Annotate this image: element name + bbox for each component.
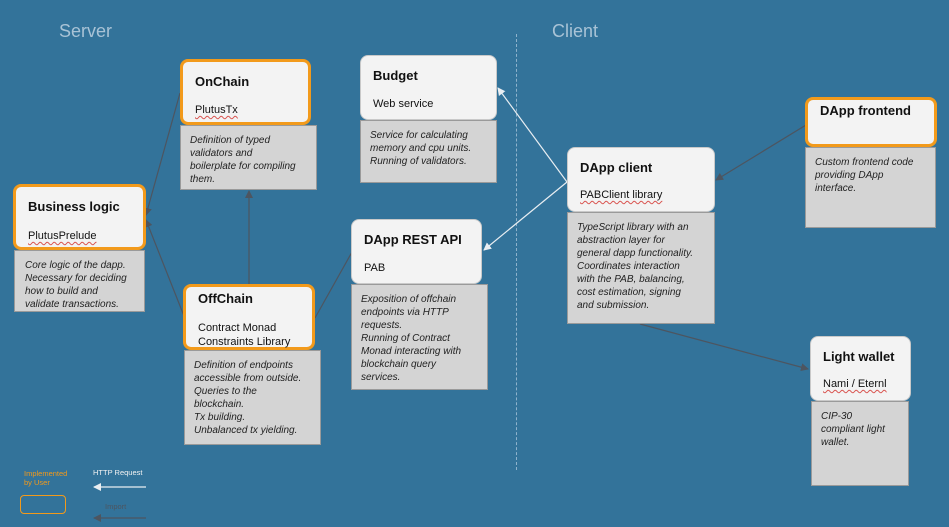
http-arrow-dapp-client-to-rest-api bbox=[483, 181, 568, 251]
dapp-client-desc-line: TypeScript library with an bbox=[577, 222, 689, 233]
legend-implemented-label: Implemented by User bbox=[24, 469, 67, 487]
legend-implemented-line: Implemented bbox=[24, 469, 68, 478]
dapp-client-desc-line: cost estimation, signing bbox=[577, 287, 681, 298]
client-section-title: Client bbox=[552, 21, 599, 41]
business-logic-desc-line: validate transactions. bbox=[25, 299, 119, 310]
business-logic-desc-line: Necessary for deciding bbox=[25, 273, 127, 284]
onchain-desc-line: boilerplate for compiling bbox=[190, 161, 296, 172]
onchain-description: Definition of typed validators and boile… bbox=[180, 125, 317, 190]
import-arrow-onchain-to-business-logic bbox=[144, 92, 181, 216]
budget-title: Budget bbox=[373, 68, 418, 83]
light-wallet-box: Light wallet Nami / Eternl bbox=[810, 336, 911, 401]
legend-implemented-line: by User bbox=[24, 478, 50, 487]
business-logic-library: PlutusPrelude bbox=[28, 230, 97, 242]
light-wallet-desc-line: CIP-30 bbox=[821, 411, 853, 422]
offchain-desc-line: Unbalanced tx yielding. bbox=[194, 425, 298, 436]
dapp-rest-api-desc-line: Monad interacting with bbox=[361, 346, 462, 357]
budget-desc-line: Service for calculating bbox=[370, 130, 468, 141]
business-logic-description: Core logic of the dapp. Necessary for de… bbox=[14, 250, 145, 312]
legend-http-label: HTTP Request bbox=[93, 468, 143, 477]
server-client-divider bbox=[516, 34, 517, 470]
budget-description: Service for calculating memory and cpu u… bbox=[360, 120, 497, 183]
import-arrow-frontend-to-dapp-client bbox=[715, 124, 807, 181]
dapp-client-desc-line: abstraction layer for bbox=[577, 235, 665, 246]
dapp-rest-api-description: Exposition of offchain endpoints via HTT… bbox=[351, 284, 488, 390]
light-wallet-desc-line: compliant light bbox=[821, 424, 885, 435]
budget-box: Budget Web service bbox=[360, 55, 497, 120]
dapp-frontend-desc-line: interface. bbox=[815, 183, 857, 194]
business-logic-title: Business logic bbox=[28, 199, 120, 214]
offchain-desc-line: Definition of endpoints bbox=[194, 360, 293, 371]
legend-implemented-swatch bbox=[20, 495, 66, 514]
dapp-frontend-title: DApp frontend bbox=[820, 103, 911, 118]
onchain-desc-line: Definition of typed bbox=[190, 135, 271, 146]
offchain-title: OffChain bbox=[198, 291, 253, 306]
dapp-rest-api-title: DApp REST API bbox=[364, 232, 462, 247]
dapp-client-desc-line: and submission. bbox=[577, 300, 650, 311]
dapp-frontend-desc-line: Custom frontend code bbox=[815, 157, 914, 168]
onchain-library: PlutusTx bbox=[195, 104, 238, 116]
light-wallet-title: Light wallet bbox=[823, 349, 895, 364]
dapp-client-box: DApp client PABClient library bbox=[567, 147, 715, 212]
dapp-rest-api-desc-line: services. bbox=[361, 372, 401, 383]
offchain-description: Definition of endpoints accessible from … bbox=[184, 350, 321, 445]
import-arrow-rest-api-to-offchain bbox=[314, 251, 353, 319]
dapp-rest-api-desc-line: Running of Contract bbox=[361, 333, 450, 344]
server-section-title: Server bbox=[59, 21, 113, 41]
business-logic-box: Business logic PlutusPrelude bbox=[13, 184, 146, 250]
import-arrow-offchain-to-business-logic bbox=[144, 219, 185, 317]
dapp-client-description: TypeScript library with an abstraction l… bbox=[567, 212, 715, 324]
light-wallet-desc-line: wallet. bbox=[821, 437, 850, 448]
business-logic-desc-line: Core logic of the dapp. bbox=[25, 260, 126, 271]
dapp-frontend-description: Custom frontend code providing DApp inte… bbox=[805, 147, 936, 228]
offchain-box: OffChain Contract Monad Constraints Libr… bbox=[183, 284, 315, 350]
budget-desc-line: Running of validators. bbox=[370, 156, 467, 167]
onchain-desc-line: them. bbox=[190, 174, 216, 185]
dapp-client-title: DApp client bbox=[580, 160, 653, 175]
onchain-box: OnChain PlutusTx bbox=[180, 59, 311, 125]
offchain-desc-line: Tx building. bbox=[194, 412, 246, 423]
budget-desc-line: memory and cpu units. bbox=[370, 143, 472, 154]
dapp-client-desc-line: general dapp functionality. bbox=[577, 248, 694, 259]
onchain-desc-line: validators and bbox=[190, 148, 253, 159]
dapp-client-desc-line: Coordinates interaction bbox=[577, 261, 680, 272]
dapp-frontend-desc-line: providing DApp bbox=[815, 170, 884, 181]
light-wallet-products: Nami / Eternl bbox=[823, 378, 887, 390]
dapp-frontend-box: DApp frontend bbox=[805, 97, 937, 147]
dapp-rest-api-service: PAB bbox=[364, 262, 386, 274]
offchain-library-2: Constraints Library bbox=[198, 336, 291, 348]
dapp-rest-api-desc-line: blockchain query bbox=[361, 359, 437, 370]
offchain-desc-line: accessible from outside. bbox=[194, 373, 302, 384]
http-arrow-dapp-client-to-budget bbox=[497, 87, 568, 183]
budget-service: Web service bbox=[373, 98, 434, 110]
offchain-library-1: Contract Monad bbox=[198, 322, 277, 334]
dapp-rest-api-box: DApp REST API PAB bbox=[351, 219, 482, 284]
import-arrow-dapp-client-to-wallet bbox=[639, 323, 809, 372]
business-logic-desc-line: how to build and bbox=[25, 286, 98, 297]
dapp-client-desc-line: with the PAB, balancing, bbox=[577, 274, 685, 285]
dapp-rest-api-desc-line: endpoints via HTTP bbox=[361, 307, 449, 318]
dapp-rest-api-desc-line: requests. bbox=[361, 320, 403, 331]
light-wallet-description: CIP-30 compliant light wallet. bbox=[811, 401, 909, 486]
dapp-rest-api-desc-line: Exposition of offchain bbox=[361, 294, 457, 305]
dapp-client-library: PABClient library bbox=[580, 189, 663, 201]
offchain-desc-line: blockchain. bbox=[194, 399, 245, 410]
legend-import-label: Import bbox=[105, 502, 127, 511]
offchain-desc-line: Queries to the bbox=[194, 386, 257, 397]
onchain-title: OnChain bbox=[195, 74, 250, 89]
